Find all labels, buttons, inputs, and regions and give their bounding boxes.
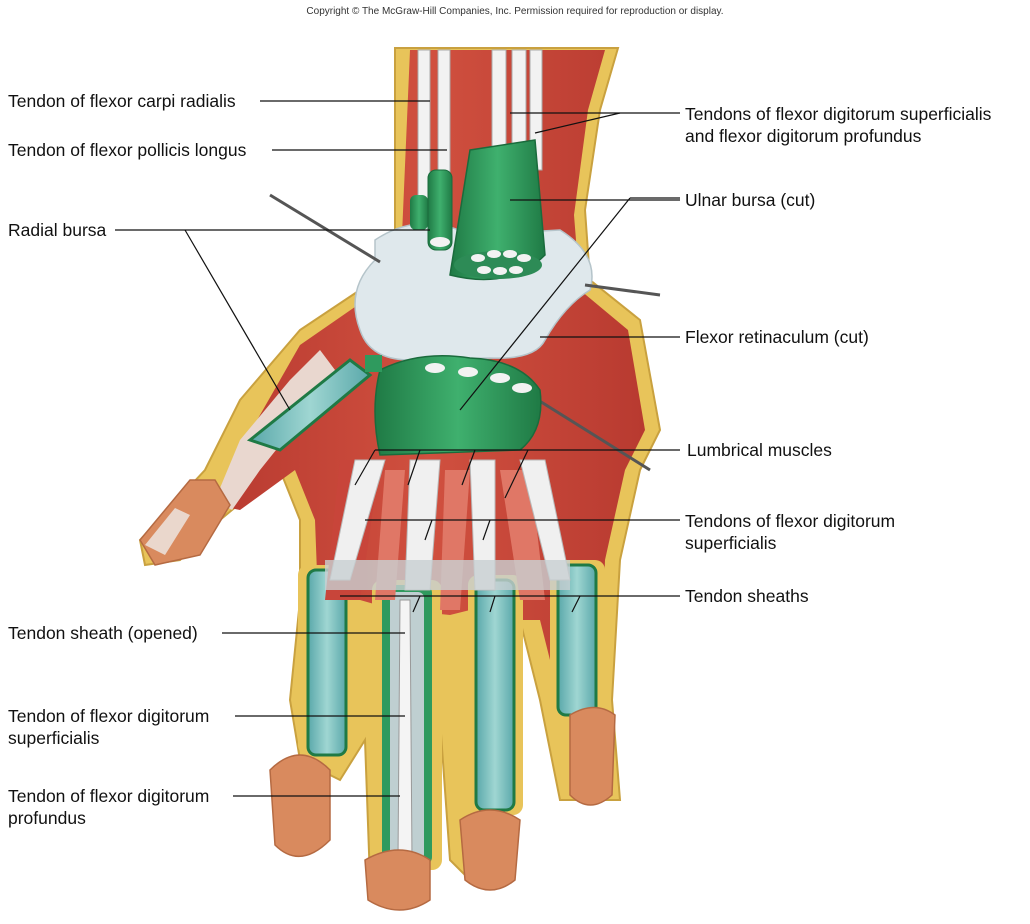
label-ulnar-bursa: Ulnar bursa (cut) [685,190,816,210]
palm-tendons [325,459,571,610]
label-tendon-fds-finger-line2: superficialis [8,728,100,748]
label-tendons-fds-line2: superficialis [685,533,777,553]
label-lumbrical-muscles: Lumbrical muscles [687,440,832,460]
label-tendons-fds: Tendons of flexor digitorum superficiali… [685,510,895,554]
label-tendon-sheath-opened: Tendon sheath (opened) [8,623,198,643]
label-tendons-fds-fdp-line2: and flexor digitorum profundus [685,126,922,146]
label-flexor-retinaculum: Flexor retinaculum (cut) [685,327,869,347]
ulnar-bursa [365,139,546,456]
label-tendons-fds-line1: Tendons of flexor digitorum [685,511,896,531]
label-tendon-fds-finger-line1: Tendon of flexor digitorum [8,706,210,726]
leader-lines [115,100,680,797]
copyright-notice: Copyright © The McGraw-Hill Companies, I… [306,6,724,17]
label-tendon-flexor-pollicis-longus: Tendon of flexor pollicis longus [8,140,247,160]
label-tendons-fds-fdp: Tendons of flexor digitorum superficiali… [685,103,991,147]
thumb [139,350,373,566]
label-tendon-fds-finger: Tendon of flexor digitorum superficialis [8,705,209,749]
label-tendon-fdp-finger-line1: Tendon of flexor digitorum [8,786,210,806]
fingers [269,560,616,911]
label-tendons-fds-fdp-line1: Tendons of flexor digitorum superficiali… [685,104,992,124]
radial-bursa [410,169,453,251]
label-tendon-flexor-carpi-radialis: Tendon of flexor carpi radialis [8,91,236,111]
label-tendon-sheaths: Tendon sheaths [685,586,809,606]
label-tendon-fdp-finger: Tendon of flexor digitorum profundus [8,785,209,829]
label-tendon-fdp-finger-line2: profundus [8,808,86,828]
label-radial-bursa: Radial bursa [8,220,107,240]
